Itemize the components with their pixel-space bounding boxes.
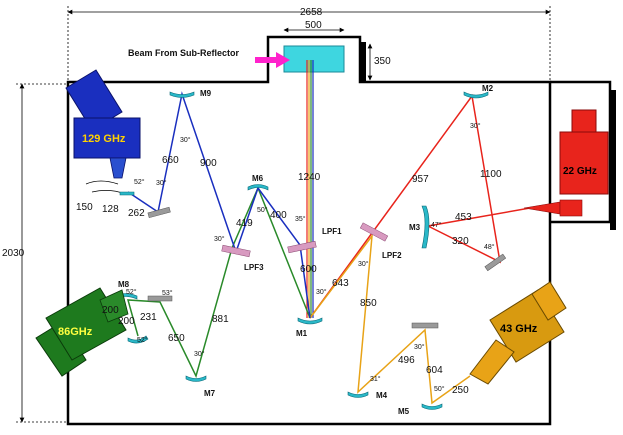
dist-1100: 1100 [480, 169, 502, 180]
dim-port-height: 350 [374, 56, 391, 67]
label-m7: M7 [204, 389, 216, 398]
label-m3: M3 [409, 223, 421, 232]
path-129ghz [127, 91, 311, 319]
label-m1: M1 [296, 329, 308, 338]
dist-604: 604 [426, 365, 443, 376]
dist-419: 419 [236, 218, 253, 229]
receiver-86 [35, 287, 129, 377]
feed-22ghz [523, 201, 561, 215]
label-m8: M8 [118, 280, 130, 289]
dim-port-width: 500 [305, 20, 322, 31]
label-m4: M4 [376, 391, 388, 400]
mirror-129-feed [119, 191, 135, 196]
dist-496: 496 [398, 355, 415, 366]
label-129ghz: 129 GHz [82, 133, 126, 145]
ang-m1-30: 30° [316, 288, 327, 296]
dimension-lines [16, 6, 551, 423]
ang-lpf2-30: 30° [358, 260, 369, 268]
ang-m2-30: 30° [470, 122, 481, 130]
label-lpf2: LPF2 [382, 251, 402, 260]
ang-31: 31° [370, 375, 381, 383]
dist-453: 453 [455, 212, 472, 223]
label-lpf3: LPF3 [244, 263, 264, 272]
dist-320: 320 [452, 236, 469, 247]
ang-m9-30: 30° [180, 136, 191, 144]
ang-m6-50: 50° [257, 206, 268, 214]
dim-overall-width: 2658 [300, 7, 323, 18]
source-label: Beam From Sub-Reflector [128, 48, 240, 58]
dist-262: 262 [128, 208, 145, 219]
dist-643: 643 [332, 278, 349, 289]
ang-m5-50: 50° [434, 385, 445, 393]
dist-400: 400 [270, 210, 287, 221]
ang-m8b-52: 52° [137, 336, 148, 344]
ang-lpf3-30: 30° [214, 235, 225, 243]
dist-250: 250 [452, 385, 469, 396]
mirror-m7 [185, 375, 207, 382]
input-port [283, 45, 345, 73]
receiver-129 [65, 69, 141, 179]
dist-600: 600 [300, 264, 317, 275]
mirror-m9 [169, 91, 195, 98]
ang-m4-30: 30° [414, 343, 425, 351]
label-m9: M9 [200, 89, 212, 98]
label-86ghz: 86GHz [58, 326, 93, 338]
dist-150: 150 [76, 202, 93, 213]
dist-881: 881 [212, 314, 229, 325]
label-m2: M2 [482, 84, 494, 93]
flat-mirrors [147, 206, 507, 329]
filters [221, 222, 389, 258]
ang-47: 47° [431, 221, 442, 229]
mirror-m4 [347, 391, 369, 398]
dist-650: 650 [168, 333, 185, 344]
mirror-m6 [247, 184, 269, 191]
dist-1240: 1240 [298, 172, 321, 183]
port-shadow [360, 42, 366, 82]
feed-22ghz-flange [559, 199, 583, 217]
angle-arcs [85, 180, 126, 195]
ang-129-52: 52° [134, 178, 145, 186]
dist-957: 957 [412, 174, 429, 185]
dist-231: 231 [140, 312, 157, 323]
ang-48: 48° [484, 243, 495, 251]
receiver-43 [469, 281, 567, 385]
dist-900: 900 [200, 158, 217, 169]
path-43ghz [309, 233, 471, 405]
mirror-m3 [421, 205, 430, 249]
label-43ghz: 43 GHz [500, 323, 538, 335]
mirror-m8b [127, 335, 149, 344]
label-m5: M5 [398, 407, 410, 416]
ang-m7-30: 30° [194, 350, 205, 358]
dist-660: 660 [162, 155, 179, 166]
dim-overall-height: 2030 [2, 248, 25, 259]
label-m6: M6 [252, 174, 264, 183]
dist-128: 128 [102, 204, 119, 215]
dist-200b: 200 [118, 316, 135, 327]
mirror-m1 [297, 317, 323, 325]
ang-129-30: 30° [156, 179, 167, 187]
ang-53: 53° [162, 289, 173, 297]
ang-35: 35° [295, 215, 306, 223]
label-22ghz: 22 GHz [563, 166, 597, 177]
input-beam [306, 60, 314, 318]
source-arrow [255, 52, 290, 68]
mirror-m2 [463, 91, 489, 99]
ang-m8-52: 52° [126, 288, 137, 296]
dist-200a: 200 [102, 305, 119, 316]
label-lpf1: LPF1 [322, 227, 342, 236]
mirror-m5 [421, 403, 443, 410]
housing-shadow [610, 90, 616, 230]
dist-850: 850 [360, 298, 377, 309]
receiver-22 [559, 109, 609, 195]
mirrors [114, 91, 489, 410]
